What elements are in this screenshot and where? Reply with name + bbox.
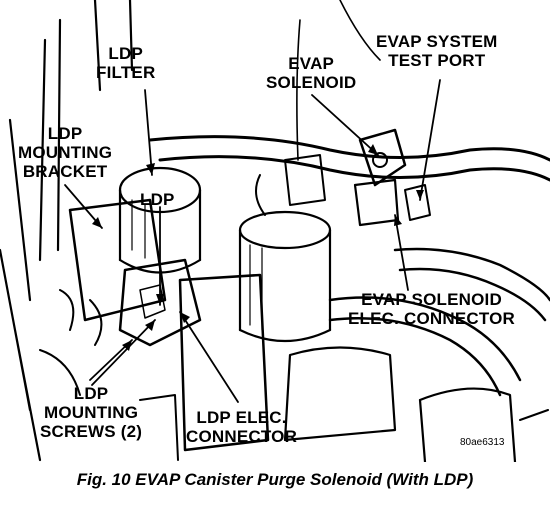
- callout-line: EVAP SOLENOID: [361, 290, 502, 309]
- figure-code: 80ae6313: [460, 437, 505, 448]
- hose: [148, 135, 550, 162]
- callout-line: MOUNTING: [18, 143, 113, 162]
- callout-line: SOLENOID: [266, 73, 357, 92]
- bracket-plate: [68, 198, 167, 322]
- callout-ldp: LDP: [140, 190, 175, 209]
- solenoid-bracket: [358, 128, 407, 187]
- callout-line: LDP: [73, 384, 109, 403]
- frame-line: [0, 18, 62, 462]
- frame-line: [93, 0, 134, 92]
- engine-bay-illustration: [0, 0, 550, 462]
- callout-evap-test-port: EVAP SYSTEM TEST PORT: [376, 32, 498, 70]
- right-cylinder: [418, 387, 517, 462]
- leader-evap-connector: [394, 214, 409, 291]
- wire: [339, 0, 381, 61]
- connector-top: [284, 154, 326, 206]
- callout-line: TEST PORT: [388, 51, 486, 70]
- callout-ldp-bracket: LDP MOUNTING BRACKET: [18, 124, 112, 181]
- figure-caption: Fig. 10 EVAP Canister Purge Solenoid (Wi…: [76, 470, 474, 489]
- leader-evap-solenoid: [311, 94, 379, 156]
- leader-screws-2: [91, 319, 156, 386]
- callout-line: SCREWS (2): [40, 422, 143, 441]
- callout-line: LDP: [47, 124, 83, 143]
- callout-evap-elec-connector: EVAP SOLENOID ELEC. CONNECTOR: [348, 290, 515, 328]
- callout-line: CONNECTOR: [186, 427, 298, 446]
- ldp-pump-body: [118, 258, 202, 347]
- lower-left-parts: [39, 289, 103, 396]
- callout-line: LDP ELEC.: [196, 408, 287, 427]
- callout-line: LDP: [108, 44, 144, 63]
- callout-ldp-screws: LDP MOUNTING SCREWS (2): [40, 384, 142, 441]
- callout-line: EVAP: [288, 54, 335, 73]
- ldp-connector-block: [178, 273, 270, 452]
- callout-evap-solenoid: EVAP SOLENOID: [266, 54, 356, 92]
- test-port: [404, 184, 431, 221]
- hose: [398, 267, 547, 322]
- hose: [328, 296, 522, 382]
- leader-test-port: [419, 79, 441, 201]
- callout-ldp-filter: LDP FILTER: [96, 44, 155, 82]
- callout-line: MOUNTING: [43, 403, 139, 422]
- reservoir: [283, 346, 397, 442]
- canister-shape: [238, 210, 332, 343]
- hose: [393, 247, 550, 302]
- hose: [158, 155, 550, 182]
- hose: [328, 317, 502, 397]
- wire: [296, 19, 301, 161]
- leader-ldp-connector: [179, 311, 239, 403]
- leader-ldp-filter: [144, 89, 153, 176]
- callout-line: LDP: [140, 190, 175, 209]
- callout-line: EVAP SYSTEM: [376, 32, 498, 51]
- callout-ldp-elec-connector: LDP ELEC. CONNECTOR: [186, 408, 297, 446]
- solenoid-body: [353, 178, 400, 227]
- callout-line: ELEC. CONNECTOR: [348, 309, 516, 328]
- callout-line: FILTER: [96, 63, 156, 82]
- callout-line: BRACKET: [22, 162, 108, 181]
